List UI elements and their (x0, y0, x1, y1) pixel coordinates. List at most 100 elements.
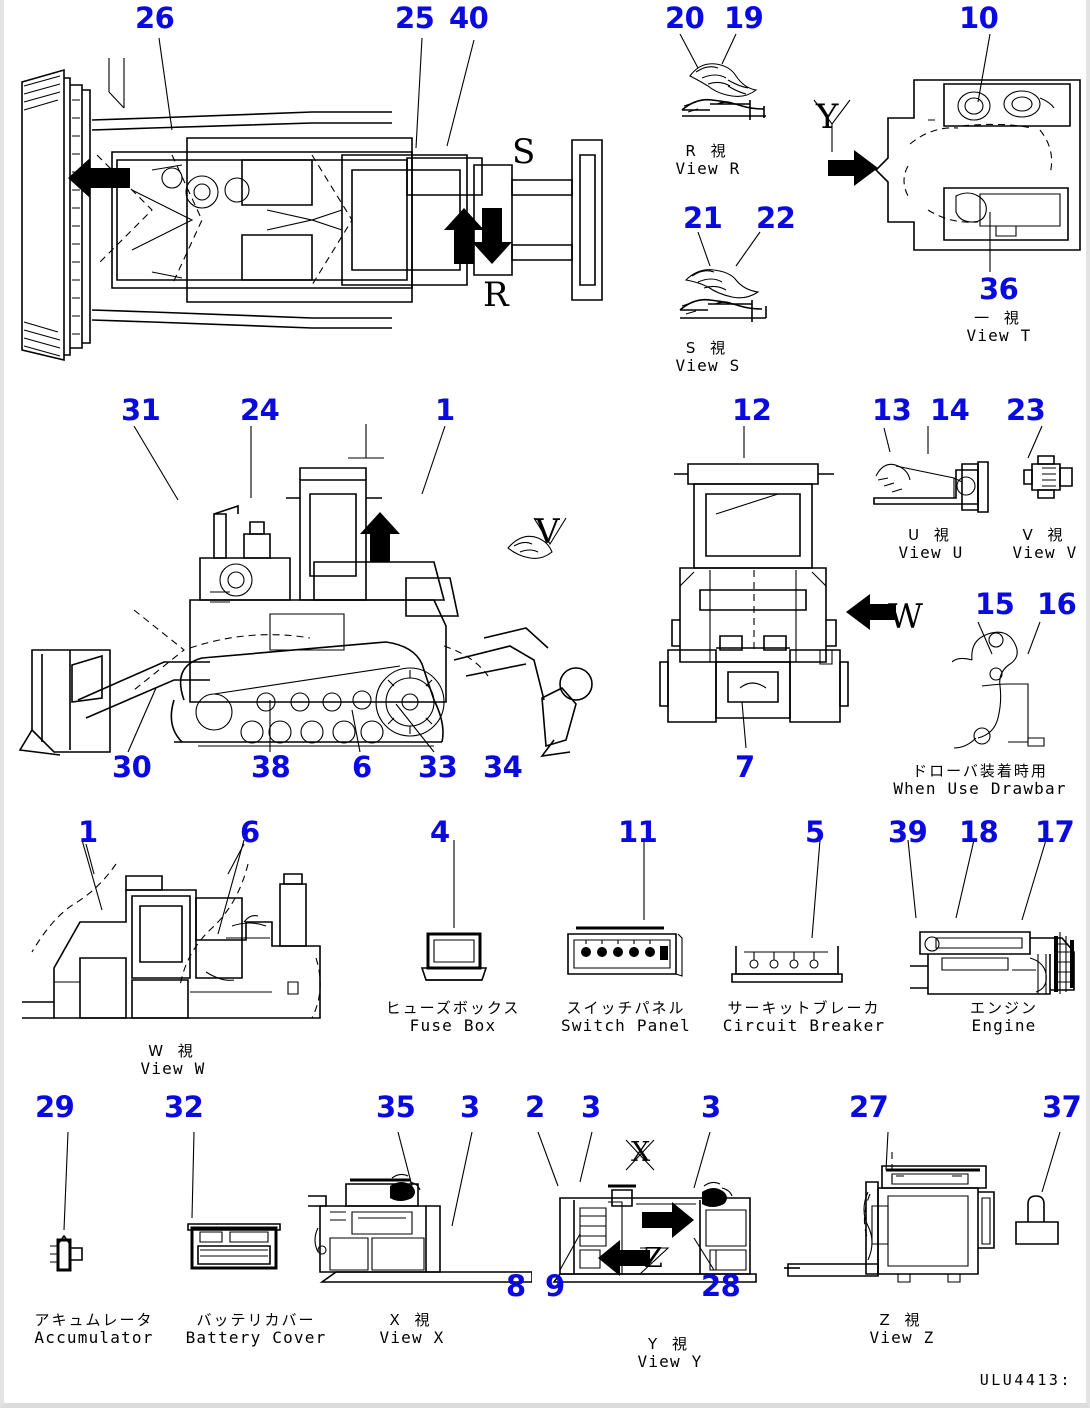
caption-en-view-t: View T (966, 325, 1032, 345)
figure-view-w-cab-side (20, 862, 350, 1032)
callout-number-37[interactable]: 37 (1042, 1090, 1082, 1124)
caption-jp-view-x: X 視 (389, 1311, 435, 1329)
callout-number-30[interactable]: 30 (112, 750, 152, 784)
callout-number-32[interactable]: 32 (164, 1090, 204, 1124)
caption-jp-view-r: R 視 (685, 142, 731, 160)
callout-number-27[interactable]: 27 (849, 1090, 889, 1124)
figure-fuse-box (418, 928, 490, 988)
caption-jp-view-s: S 視 (685, 339, 731, 357)
section-mark-y (810, 96, 856, 156)
callout-number-36[interactable]: 36 (979, 272, 1019, 306)
callout-number-17[interactable]: 17 (1035, 815, 1075, 849)
caption-jp-accumulator: アキュムレータ (34, 1311, 154, 1329)
leaders-top-plan (4, 30, 564, 290)
leader-4 (442, 838, 472, 932)
callout-number-9[interactable]: 9 (545, 1269, 565, 1303)
section-letter-v: V (535, 512, 560, 552)
section-letter-s: S (512, 132, 536, 172)
callout-number-3[interactable]: 3 (581, 1090, 601, 1124)
section-letter-y: Y (816, 97, 839, 137)
caption-en-circuit-breaker: Circuit Breaker (722, 1015, 886, 1035)
callout-number-6[interactable]: 6 (240, 815, 260, 849)
callout-number-6[interactable]: 6 (352, 750, 372, 784)
leader-29 (52, 1130, 82, 1234)
leader-5 (806, 838, 836, 942)
caption-jp-switch-panel: スイッチパネル (566, 999, 686, 1017)
caption-en-view-w: View W (140, 1058, 206, 1078)
callout-number-31[interactable]: 31 (121, 393, 161, 427)
callout-number-11[interactable]: 11 (618, 815, 658, 849)
caption-en-view-z: View Z (869, 1327, 935, 1347)
callout-number-4[interactable]: 4 (430, 815, 450, 849)
leader-27 (866, 1130, 906, 1174)
caption-en-view-y: View Y (637, 1351, 703, 1371)
figure-bulldozer-front-elevation (654, 450, 854, 750)
figure-plate-part-37 (1008, 1188, 1068, 1268)
callout-number-1[interactable]: 1 (435, 393, 455, 427)
callout-number-3[interactable]: 3 (460, 1090, 480, 1124)
callout-number-20[interactable]: 20 (665, 1, 705, 35)
callout-number-5[interactable]: 5 (805, 815, 825, 849)
callout-number-2[interactable]: 2 (525, 1090, 545, 1124)
leader-7 (720, 700, 760, 752)
section-mark-x (622, 1136, 658, 1176)
callout-number-19[interactable]: 19 (724, 1, 764, 35)
callout-number-33[interactable]: 33 (418, 750, 458, 784)
callout-number-40[interactable]: 40 (449, 1, 489, 35)
caption-en-view-x: View X (379, 1327, 445, 1347)
callout-number-1[interactable]: 1 (78, 815, 98, 849)
arrow-view-w (846, 592, 896, 632)
leader-32 (180, 1130, 210, 1222)
callout-number-22[interactable]: 22 (756, 201, 796, 235)
section-letter-w: W (888, 597, 923, 637)
callout-number-10[interactable]: 10 (959, 1, 999, 35)
callout-number-14[interactable]: 14 (930, 393, 970, 427)
callout-number-8[interactable]: 8 (506, 1269, 526, 1303)
callout-number-29[interactable]: 29 (35, 1090, 75, 1124)
section-letter-r: R (483, 275, 509, 315)
caption-jp-view-t: 一 視 (974, 309, 1024, 327)
leader-23 (1012, 424, 1062, 464)
leader-11 (634, 838, 664, 924)
figure-view-v-bracket (1016, 448, 1086, 508)
callout-number-15[interactable]: 15 (975, 587, 1015, 621)
callout-number-12[interactable]: 12 (732, 393, 772, 427)
callout-number-21[interactable]: 21 (683, 201, 723, 235)
caption-jp-view-y: Y 視 (648, 1335, 692, 1353)
caption-jp-fuse-box: ヒューズボックス (385, 999, 521, 1017)
callout-number-35[interactable]: 35 (376, 1090, 416, 1124)
figure-drawbar-hook-detail (952, 620, 1072, 760)
leaders-drawbar (966, 618, 1056, 658)
callout-number-28[interactable]: 28 (701, 1269, 741, 1303)
caption-jp-view-w: W 視 (148, 1042, 198, 1060)
callout-number-3[interactable]: 3 (701, 1090, 721, 1124)
drawing-number: ULU4413: (979, 1371, 1072, 1389)
figure-circuit-breaker (730, 938, 844, 990)
caption-en-view-r: View R (675, 158, 741, 178)
callout-number-38[interactable]: 38 (251, 750, 291, 784)
callout-number-23[interactable]: 23 (1006, 393, 1046, 427)
figure-bulldozer-side-elevation (14, 450, 614, 760)
callout-number-25[interactable]: 25 (395, 1, 435, 35)
caption-jp-view-v: V 視 (1022, 526, 1068, 544)
callout-number-16[interactable]: 16 (1037, 587, 1077, 621)
callout-number-39[interactable]: 39 (888, 815, 928, 849)
caption-en-fuse-box: Fuse Box (409, 1015, 497, 1035)
callout-number-24[interactable]: 24 (240, 393, 280, 427)
callout-number-7[interactable]: 7 (735, 750, 755, 784)
callout-number-26[interactable]: 26 (135, 1, 175, 35)
callout-number-34[interactable]: 34 (483, 750, 523, 784)
callout-number-13[interactable]: 13 (872, 393, 912, 427)
section-mark-z (634, 1242, 674, 1282)
callout-number-18[interactable]: 18 (959, 815, 999, 849)
caption-en-view-v: View V (1012, 542, 1078, 562)
section-letter-z: Z (644, 1243, 663, 1274)
